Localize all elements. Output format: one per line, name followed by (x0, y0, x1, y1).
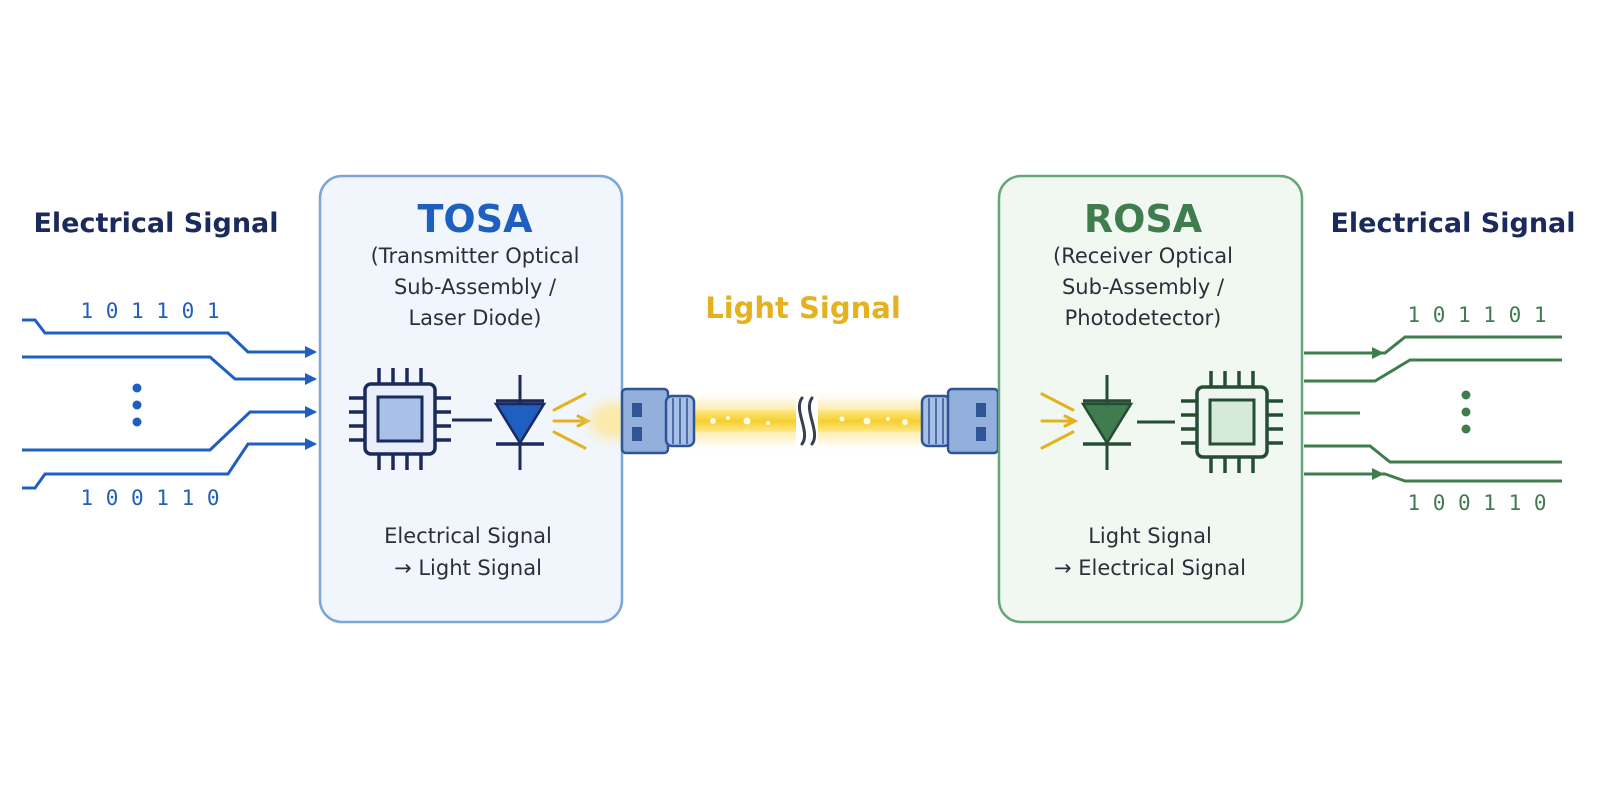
left-signal-line-2 (22, 355, 317, 385)
laser-diode-icon (493, 375, 547, 470)
tosa-block: TOSA (Transmitter Optical Sub-Assembly /… (318, 174, 624, 624)
rosa-title: ROSA (1084, 197, 1203, 241)
rosa-subtitle-line-1: (Receiver Optical (1053, 244, 1233, 268)
right-ellipsis (1461, 390, 1471, 434)
left-ellipsis (132, 383, 142, 427)
rosa-subtitle-line-2: Sub-Assembly / (1062, 275, 1225, 299)
left-signal-line-4 (22, 438, 317, 490)
tosa-caption-line-2: → Light Signal (394, 556, 542, 580)
right-electrical-label: Electrical Signal (1330, 208, 1575, 239)
photodetector-input-light-icon (1040, 392, 1079, 450)
rosa-box (997, 174, 1304, 624)
right-bits-top: 1 0 1 1 0 1 (1407, 303, 1546, 327)
left-signal-lines (22, 318, 317, 490)
fiber-break-icon (797, 396, 817, 446)
tosa-subtitle-line-3: Laser Diode) (408, 306, 541, 330)
rosa-subtitle-line-3: Photodetector) (1065, 306, 1222, 330)
tosa-caption-line-1: Electrical Signal (384, 524, 552, 548)
right-signal-line-2 (1304, 358, 1562, 383)
fiber-sparkles (710, 416, 908, 425)
rosa-caption-line-2: → Electrical Signal (1054, 556, 1246, 580)
right-bits-bottom: 1 0 0 1 1 0 (1407, 491, 1546, 515)
rosa-chip-icon (1181, 371, 1283, 473)
photodetector-icon (1080, 375, 1134, 470)
tosa-chip-icon (349, 368, 451, 470)
right-signal-lines (1304, 335, 1562, 483)
tosa-subtitle-line-2: Sub-Assembly / (394, 275, 557, 299)
laser-emission-icon (552, 392, 592, 450)
tosa-title: TOSA (417, 197, 533, 241)
optical-fiber: Light Signal (590, 291, 1020, 455)
left-bits-top: 1 0 1 1 0 1 (80, 299, 219, 323)
right-signal-line-1 (1304, 335, 1562, 355)
rosa-connector-icon (920, 387, 1000, 455)
left-signal-line-1 (22, 318, 317, 358)
right-signal-line-3 (1304, 444, 1562, 464)
left-signal-line-3 (22, 406, 317, 452)
tosa-connector-icon (620, 387, 696, 455)
rosa-caption-line-1: Light Signal (1088, 524, 1212, 548)
tosa-subtitle-line-1: (Transmitter Optical (371, 244, 580, 268)
rosa-block: ROSA (Receiver Optical Sub-Assembly / Ph… (997, 174, 1304, 624)
left-bits-bottom: 1 0 0 1 1 0 (80, 486, 219, 510)
fiber-light-signal-label: Light Signal (705, 291, 901, 325)
left-electrical-label: Electrical Signal (33, 208, 278, 239)
